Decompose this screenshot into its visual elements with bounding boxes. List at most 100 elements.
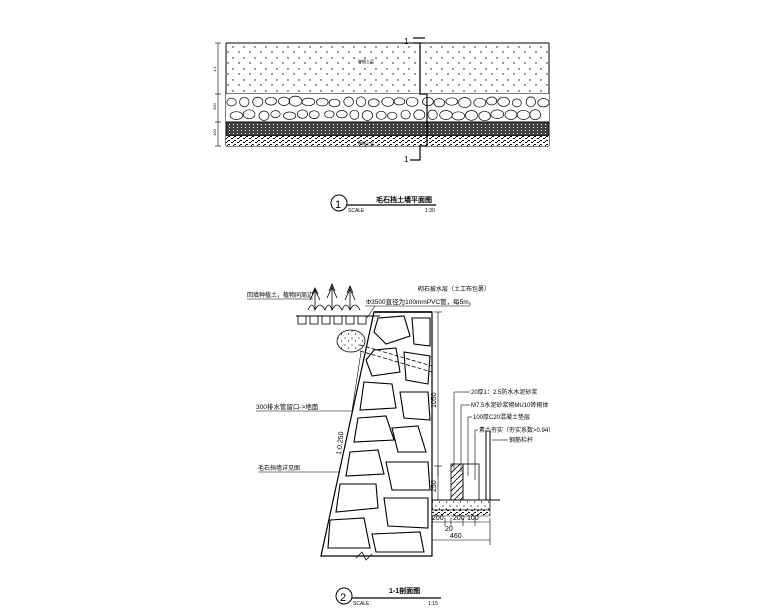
- rubble-stone: [316, 97, 329, 107]
- rubble-stone: [511, 98, 522, 108]
- brick-edge: [462, 463, 480, 501]
- section-view: 20厚1：2.5防水水泥砂浆 M7.5水泥砂浆砌MU10砖砌体 100厚C20混…: [247, 282, 554, 607]
- rubble-stone: [529, 109, 541, 121]
- wall-stone: [359, 381, 397, 411]
- wall-stone: [365, 347, 401, 377]
- rubble-stone: [497, 96, 510, 107]
- rubble-stone: [525, 96, 536, 108]
- section-title: 1-1剖面图: [389, 586, 420, 595]
- total-dim: 460: [450, 533, 462, 540]
- plan-stones: [226, 95, 550, 122]
- section-title-circle: [335, 587, 353, 605]
- rubble-stone: [361, 110, 373, 121]
- rubble-stone: [422, 97, 434, 107]
- plan-title-number: 1: [335, 199, 341, 211]
- height-dim: 1050: [431, 392, 438, 408]
- plan-dim-3: 100: [212, 129, 217, 136]
- wall-stone: [385, 461, 431, 491]
- wall-stone: [383, 497, 429, 529]
- rubble-stone: [405, 96, 419, 107]
- section-scale-value: 1:15: [428, 601, 438, 607]
- rubble-stone: [465, 110, 478, 121]
- rubble-stone: [458, 97, 472, 108]
- rubble-stone: [387, 111, 398, 120]
- wall-stone: [345, 449, 385, 477]
- rubble-stone: [229, 111, 244, 120]
- rubble-stone: [478, 110, 491, 122]
- wall-stones: [327, 315, 431, 553]
- section-scale-label: SCALE: [353, 601, 370, 607]
- rubble-stone: [451, 111, 466, 121]
- note-left-3: 毛石挡墙详见图: [258, 464, 300, 472]
- rubble-stone: [297, 109, 308, 119]
- rubble-stone: [283, 111, 297, 120]
- rubble-stone: [433, 98, 446, 108]
- note-right-4: 素土夯实（夯实系数>0.94）: [479, 426, 554, 434]
- plan-title-circle: [330, 194, 348, 212]
- section-mark-top: 1: [404, 37, 409, 46]
- rubble-stone: [301, 97, 316, 107]
- bottom-dim-3: 200: [453, 515, 465, 522]
- rubble-stone: [226, 97, 237, 107]
- plan-callout-soil: 种植土层: [358, 58, 374, 64]
- note-far-right: 钢筋栏杆: [509, 436, 533, 444]
- rubble-stone: [445, 97, 459, 106]
- bottom-dim-1: 200: [432, 515, 444, 522]
- right-leaders: [453, 391, 508, 480]
- section-title-number: 2: [340, 592, 346, 604]
- note-top-1: 砌石披水层（土工布包裹）: [418, 285, 490, 293]
- rubble-stone: [258, 110, 270, 121]
- section-cut-line: [410, 42, 428, 161]
- plan-title: 毛石挡土墙平面图: [376, 195, 432, 204]
- wall-stone: [399, 391, 431, 421]
- wall-stone: [411, 317, 431, 347]
- wall-stone: [335, 483, 379, 513]
- drain-gravel: [336, 329, 366, 353]
- rubble-stone: [413, 109, 426, 121]
- rubble-stone: [239, 96, 250, 108]
- wall-stone: [373, 315, 411, 345]
- rubble-stone: [252, 96, 264, 107]
- plan-scale-value: 1:30: [425, 208, 435, 214]
- rubble-stone: [393, 97, 406, 106]
- rubble-stone: [265, 96, 277, 106]
- rubble-stone: [486, 96, 498, 106]
- wall-stone: [353, 415, 395, 443]
- note-left-1: 回填种植土，植物同周边: [247, 291, 313, 299]
- plan-soil-layer: [226, 43, 549, 94]
- plan-view: 1 1 1,5 300 100 种植土层 种植土层 1 毛石挡土墙平面图 SCA…: [212, 37, 550, 214]
- rubble-stone: [356, 96, 367, 107]
- rubble-stone: [537, 98, 550, 108]
- wall-stone: [391, 425, 427, 453]
- small-dim-250: 250: [431, 480, 438, 492]
- note-right-2: M7.5水泥砂浆砌MU10砖砌体: [471, 401, 548, 409]
- wall-stone: [403, 351, 431, 385]
- rubble-stone: [367, 98, 380, 108]
- ground-edging: [297, 315, 367, 325]
- rubble-stone: [278, 96, 290, 106]
- wall-stone: [371, 531, 425, 553]
- rubble-stone: [242, 109, 256, 120]
- rubble-stone: [343, 96, 354, 107]
- rubble-stone: [336, 110, 348, 119]
- rubble-stone: [400, 109, 411, 120]
- bottom-dim-2: 20: [445, 526, 453, 533]
- rubble-stone: [270, 110, 281, 118]
- rubble-stone: [328, 98, 341, 108]
- rubble-stone: [375, 110, 387, 120]
- plan-base-layer: [226, 136, 549, 146]
- rubble-stone: [324, 110, 335, 119]
- compacted-soil: [431, 509, 491, 517]
- plan-callout-base: 种植土层: [358, 140, 374, 146]
- note-top-2: Φ3500直径为100mmPVC管，每5m。: [366, 297, 475, 306]
- note-left-2: 300排水管留口->地面: [256, 402, 319, 411]
- rubble-stone: [473, 97, 487, 108]
- rubble-stone: [349, 109, 360, 120]
- plant-symbols: [307, 282, 361, 312]
- plan-dim-1: 1,5: [212, 66, 217, 72]
- note-right-1: 20厚1：2.5防水水泥砂浆: [471, 388, 537, 396]
- plan-dim-2: 300: [212, 103, 217, 110]
- note-right-3: 100厚C20混凝土垫层: [473, 413, 530, 421]
- rubble-stone: [427, 109, 438, 120]
